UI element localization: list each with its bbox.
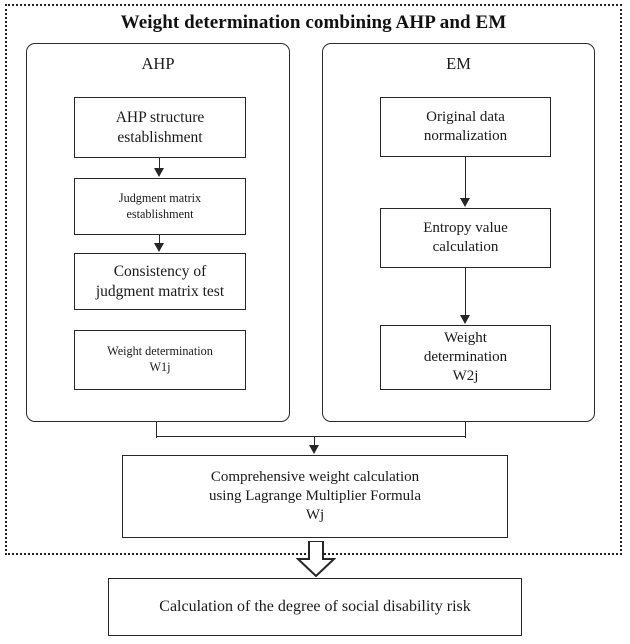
- box-em-3-line3: W2j: [452, 368, 479, 385]
- box-em-2-line1: Entropy value: [423, 219, 508, 236]
- merge-connector-right-stem: [465, 421, 466, 438]
- merge-connector-left-stem: [156, 421, 157, 438]
- arrow-ahp-1-head-icon: [154, 168, 164, 177]
- box-ahp-3-line1: Consistency of: [113, 262, 207, 280]
- arrow-ahp-2-shaft: [159, 235, 160, 244]
- arrow-em-2-shaft: [465, 268, 466, 316]
- page-title: Weight determination combining AHP and E…: [120, 12, 507, 33]
- box-comprehensive-line1: Comprehensive weight calculation: [210, 468, 420, 485]
- box-em-3-line1: Weight: [444, 329, 487, 346]
- box-result-text: Calculation of the degree of social disa…: [159, 597, 471, 615]
- panel-ahp-title: AHP: [141, 54, 175, 73]
- hollow-down-arrow-icon: [296, 541, 336, 577]
- box-original-data-normalization: Original data normalization: [380, 97, 551, 157]
- box-em-1-line2: normalization: [423, 128, 508, 144]
- box-em-2-line2: calculation: [432, 239, 499, 255]
- box-ahp-2-line1: Judgment matrix: [118, 190, 202, 205]
- box-consistency-judgment-matrix-test: Consistency of judgment matrix test: [74, 253, 246, 310]
- box-comprehensive-line2: using Lagrange Multiplier Formula: [208, 487, 422, 504]
- box-weight-determination-w1j: Weight determination W1j: [74, 330, 246, 390]
- box-social-disability-risk-result: Calculation of the degree of social disa…: [108, 578, 522, 636]
- box-comprehensive-weight-calculation: Comprehensive weight calculation using L…: [122, 455, 508, 538]
- box-ahp-4-line1: Weight determination: [107, 344, 213, 359]
- merge-connector-bar: [156, 436, 466, 437]
- box-comprehensive-line3: Wj: [305, 507, 325, 524]
- box-ahp-4-line2: W1j: [149, 360, 171, 374]
- box-ahp-3-line2: judgment matrix test: [95, 282, 225, 300]
- box-weight-determination-w2j: Weight determination W2j: [380, 325, 551, 390]
- merge-arrow-head-icon: [309, 445, 319, 454]
- box-em-3-line2: determination: [423, 348, 508, 365]
- panel-em-title: EM: [446, 54, 471, 73]
- arrow-em-2-head-icon: [460, 315, 470, 324]
- box-ahp-2-line2: establishment: [126, 206, 194, 221]
- merge-connector-down-shaft: [314, 436, 315, 447]
- box-ahp-1-line2: establishment: [117, 128, 203, 146]
- box-em-1-line1: Original data: [426, 108, 505, 125]
- arrow-ahp-2-head-icon: [154, 243, 164, 252]
- arrow-em-1-shaft: [465, 157, 466, 199]
- arrow-em-1-head-icon: [460, 198, 470, 207]
- box-entropy-value-calculation: Entropy value calculation: [380, 208, 551, 268]
- box-judgment-matrix-establishment: Judgment matrix establishment: [74, 178, 246, 235]
- arrow-ahp-1-shaft: [159, 158, 160, 169]
- box-ahp-1-line1: AHP structure: [115, 108, 205, 126]
- box-ahp-structure-establishment: AHP structure establishment: [74, 97, 246, 158]
